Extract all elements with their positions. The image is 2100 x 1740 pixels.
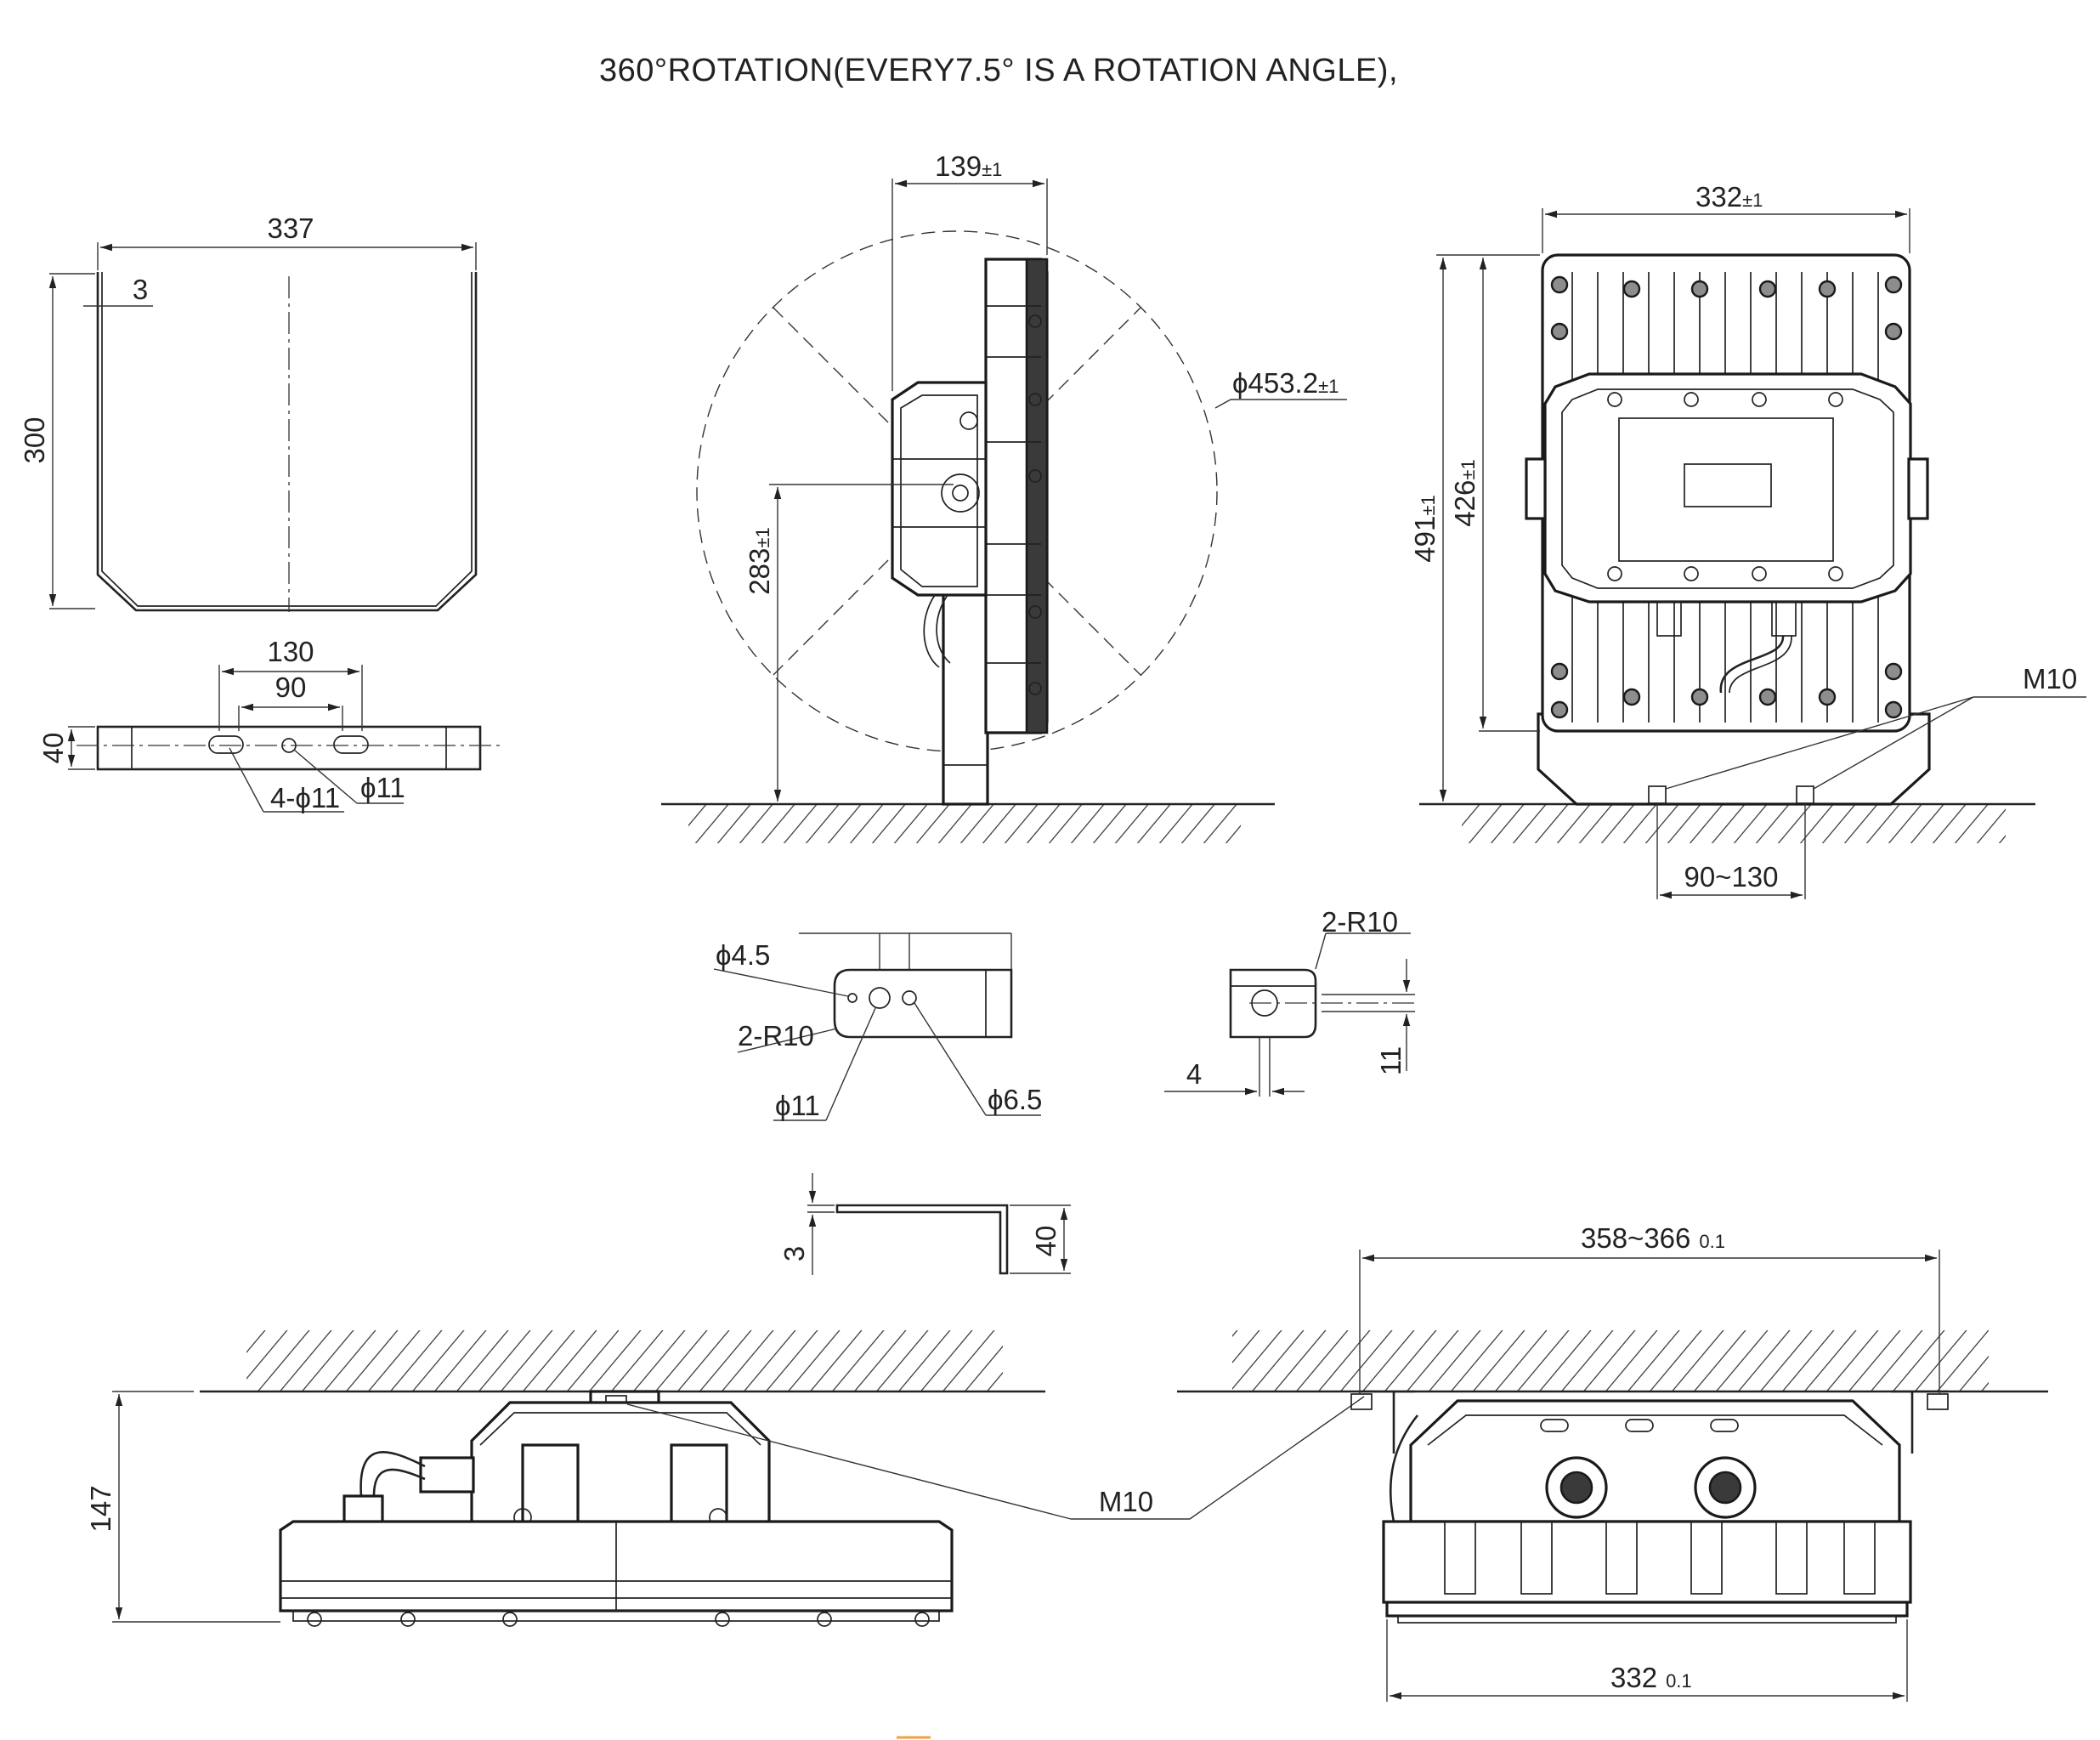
- diameter-label: ϕ453.2±1: [1232, 367, 1339, 399]
- diameter-tolerance: ±1: [1318, 376, 1339, 397]
- mount-height-tolerance: ±1: [752, 527, 773, 547]
- center-hole-label: ϕ11: [360, 772, 405, 803]
- mount-span-value: 358~366: [1581, 1222, 1690, 1254]
- front-width-value: 332: [1695, 181, 1742, 213]
- mount-height-label: 283±1: [744, 527, 775, 594]
- small-hole-label: ϕ4.5: [716, 939, 770, 971]
- ceiling-side-view: 147 M10: [85, 1330, 1365, 1627]
- bracket-top-view: 337 3 300: [19, 213, 478, 612]
- side-hole-label: ϕ6.5: [988, 1084, 1042, 1115]
- clip-center-hole-label: ϕ11: [775, 1090, 820, 1121]
- mount-span-tolerance: 0.1: [1699, 1231, 1725, 1252]
- total-height-tolerance: ±1: [1418, 495, 1439, 515]
- bracket-depth-label: 40: [37, 733, 69, 764]
- clip-slot-height-label: 11: [1375, 1046, 1407, 1075]
- clip-side-view: 2-R10 11 4: [1164, 906, 1415, 1097]
- diameter-value: ϕ453.2: [1232, 367, 1318, 399]
- drawing-title: 360°ROTATION(EVERY7.5° IS A ROTATION ANG…: [599, 53, 1398, 88]
- mount-span-label: 358~366 0.1: [1581, 1222, 1725, 1254]
- depth-tolerance: ±1: [982, 159, 1002, 180]
- bracket-thickness-label: 3: [133, 274, 148, 305]
- lower-fasteners: [307, 1612, 930, 1627]
- total-height-label: 491±1: [1409, 495, 1441, 562]
- corner-radius-label: 2-R10: [738, 1020, 814, 1051]
- fin-rows: [986, 305, 1042, 695]
- body-height-label: 426±1: [1449, 459, 1480, 526]
- total-height-value: 491: [1409, 516, 1441, 563]
- bolt-spacing-label: 90~130: [1684, 861, 1778, 893]
- clip-plate-height-label: 40: [1030, 1226, 1061, 1257]
- depth-value: 139: [935, 150, 982, 182]
- body-height-value: 426: [1449, 480, 1480, 527]
- ceiling-bolt-label: M10: [1099, 1486, 1153, 1517]
- side-view: 139±1 ϕ453.2±1 283±1: [661, 150, 1347, 843]
- ceiling-fins: [1444, 1521, 1876, 1595]
- ceiling-width-value: 332: [1610, 1662, 1657, 1693]
- clip-plate-thickness-label: 3: [778, 1246, 810, 1261]
- ceiling-width-label: 332 0.1: [1610, 1662, 1692, 1693]
- bracket-bottom-view: 130 90 40 4-ϕ11 ϕ11: [37, 636, 501, 813]
- ceiling-width-tolerance: 0.1: [1666, 1670, 1692, 1692]
- front-view: 332±1 491±1 426±1 M10 90~130: [1409, 181, 2086, 899]
- clip-bottom-view: 3 40: [778, 1173, 1071, 1275]
- front-bolt-label: M10: [2023, 663, 2077, 694]
- holes-count-label: 4-ϕ11: [270, 782, 340, 813]
- mount-height-value: 283: [744, 548, 775, 595]
- clip-front-view: ϕ4.5 2-R10 ϕ11 ϕ6.5: [713, 932, 1042, 1121]
- clip-thickness-label: 4: [1186, 1058, 1202, 1090]
- clip-cut-label: 2-R10: [1322, 906, 1398, 938]
- ceiling-front-view: 358~366 0.1 332 0.1: [1177, 1222, 2048, 1702]
- front-width-tolerance: ±1: [1742, 190, 1763, 211]
- front-width-label: 332±1: [1695, 181, 1763, 213]
- bracket-width-label: 337: [267, 213, 314, 244]
- body-height-tolerance: ±1: [1458, 459, 1479, 479]
- depth-label: 139±1: [935, 150, 1002, 182]
- hole-spacing-inner-label: 90: [275, 672, 307, 703]
- bracket-height-label: 300: [19, 417, 50, 463]
- mount-depth-label: 147: [85, 1485, 116, 1532]
- hole-spacing-outer-label: 130: [267, 636, 314, 667]
